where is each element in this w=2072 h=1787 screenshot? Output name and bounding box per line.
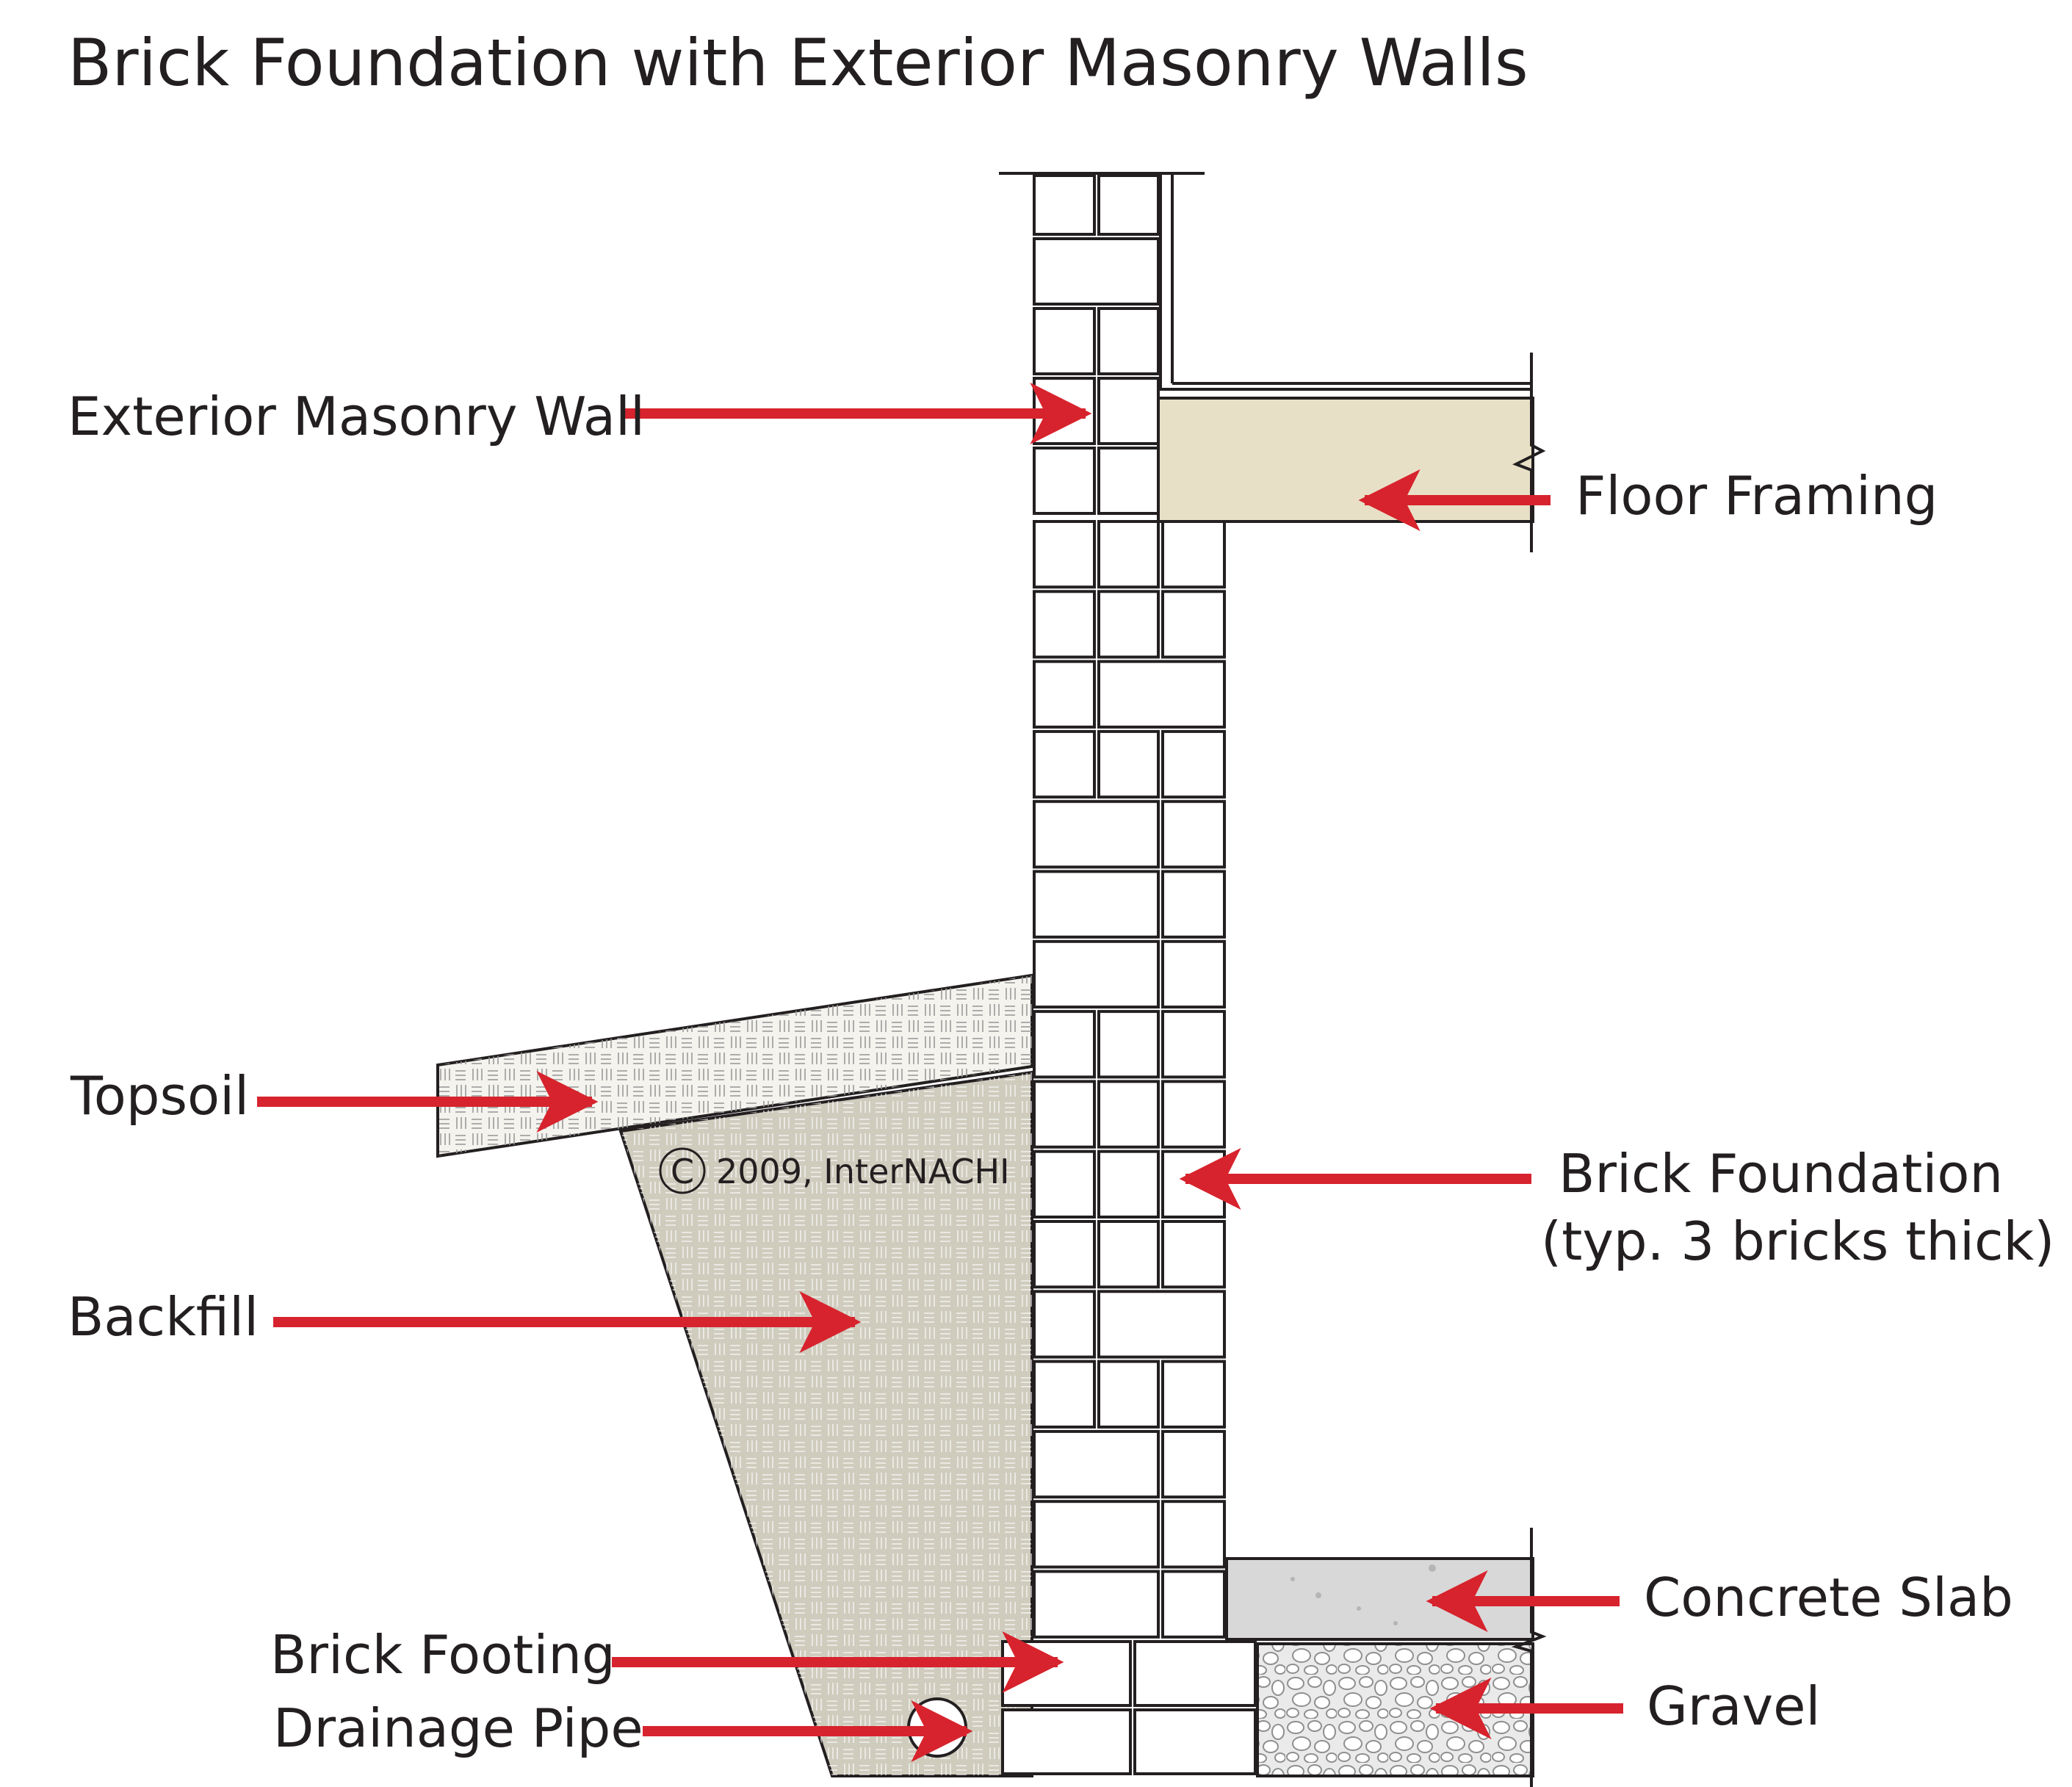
- brick: [1033, 307, 1096, 375]
- brick: [1033, 870, 1160, 939]
- brick: [1097, 1010, 1160, 1079]
- brick: [1097, 174, 1160, 236]
- brick: [1097, 1360, 1160, 1429]
- brick: [1033, 729, 1096, 799]
- brick: [1161, 1220, 1226, 1289]
- label-brick-foundation: Brick Foundation: [1559, 1143, 2003, 1205]
- brick: [1033, 174, 1096, 236]
- diagram-title: Brick Foundation with Exterior Masonry W…: [68, 25, 1528, 101]
- brick: [1033, 1080, 1096, 1149]
- brick: [1097, 1220, 1160, 1289]
- brick: [1097, 729, 1160, 799]
- brick: [1161, 590, 1226, 659]
- brick: [1161, 800, 1226, 869]
- brick: [1033, 1500, 1160, 1569]
- brick: [1097, 520, 1160, 589]
- label-brick-footing: Brick Footing: [270, 1624, 616, 1686]
- brick: [1097, 590, 1160, 659]
- brick: [1001, 1640, 1132, 1707]
- leader-arrows: [257, 383, 1623, 1762]
- brick: [1033, 590, 1096, 659]
- break-line: [1512, 353, 1546, 552]
- brick: [1161, 1080, 1226, 1149]
- brick: [1161, 520, 1226, 589]
- brick: [1161, 1360, 1226, 1429]
- brick: [1161, 729, 1226, 799]
- brick: [1033, 1149, 1096, 1219]
- copyright-text: 2009, InterNACHI: [716, 1152, 1010, 1191]
- label-drainage-pipe: Drainage Pipe: [273, 1697, 643, 1759]
- brick: [1033, 520, 1096, 589]
- brick: [1097, 1149, 1160, 1219]
- brick: [1161, 1500, 1226, 1569]
- label-gravel: Gravel: [1647, 1675, 1820, 1737]
- brick: [1133, 1708, 1257, 1775]
- brick: [1161, 1429, 1226, 1499]
- break-line: [1511, 1528, 1547, 1787]
- brick: [1033, 660, 1096, 729]
- brick: [1033, 1429, 1160, 1499]
- brick: [1161, 1010, 1226, 1079]
- brick: [1133, 1640, 1257, 1707]
- label-concrete-slab: Concrete Slab: [1644, 1567, 2013, 1628]
- brick: [1161, 870, 1226, 939]
- brick: [1161, 1149, 1226, 1219]
- label-backfill: Backfill: [68, 1286, 259, 1348]
- brick: [1033, 237, 1160, 306]
- brick: [1097, 307, 1160, 375]
- brick: [1033, 1220, 1096, 1289]
- brick: [1033, 1290, 1096, 1359]
- brick: [1001, 1708, 1132, 1775]
- copyright-symbol: C: [671, 1152, 694, 1191]
- label-brick-foundation-note: (typ. 3 bricks thick): [1541, 1210, 2054, 1272]
- brick: [1033, 1360, 1096, 1429]
- brick: [1033, 447, 1096, 515]
- brick: [1033, 1010, 1096, 1079]
- brick: [1097, 660, 1226, 729]
- brick: [1097, 1290, 1226, 1359]
- backfill-texture: [621, 1072, 1032, 1776]
- brick: [1097, 377, 1160, 445]
- label-exterior-masonry-wall: Exterior Masonry Wall: [68, 386, 645, 447]
- brick: [1097, 447, 1160, 515]
- label-topsoil: Topsoil: [70, 1065, 249, 1127]
- label-floor-framing: Floor Framing: [1575, 465, 1938, 527]
- brick-courses: [1001, 174, 1257, 1775]
- brick: [1033, 1570, 1160, 1639]
- brick: [1161, 1570, 1226, 1639]
- brick: [1033, 939, 1160, 1009]
- brick: [1033, 800, 1160, 869]
- copyright-circle-icon: [659, 1147, 706, 1194]
- brick: [1161, 939, 1226, 1009]
- brick: [1097, 1080, 1160, 1149]
